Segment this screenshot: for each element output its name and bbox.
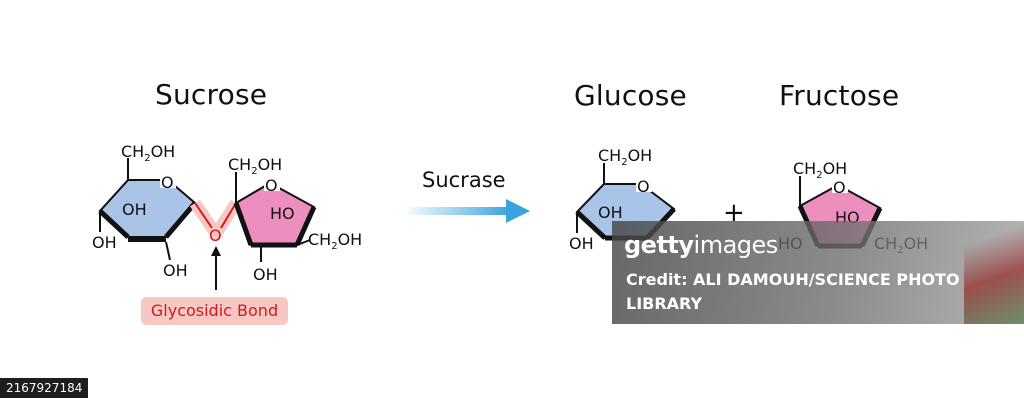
plus-sign: + [723,198,745,228]
sucrose-fru-ch2oh-1: CH2OH [228,155,282,177]
sucrose-glucose-unit: O CH2OH OH OH OH [92,142,197,280]
sucrose-glc-oh-1: OH [122,200,147,219]
sucrose-ring-oxygen: O [161,173,174,192]
sucrose-title: Sucrose [155,78,268,111]
sucrose-glucose-ring [98,179,197,238]
fructose-ring-oxygen: O [833,178,846,197]
enzyme-label: Sucrase [422,168,506,192]
sucrose-glc-oh-2: OH [92,233,117,252]
watermark-accent [964,221,1024,324]
glucose-ch2oh: CH2OH [598,146,652,168]
sucrose-fru-ho: HO [270,204,295,223]
glycosidic-bond: O [190,199,242,290]
bridge-oxygen: O [209,226,222,245]
glucose-ring-oxygen: O [637,177,650,196]
glucose-title: Glucose [574,79,687,112]
sucrose-fructose-unit: O CH2OH HO CH2OH OH [228,155,362,284]
image-id: 2167927184 [0,378,89,398]
watermark-overlay: gettyimages Credit: ALI DAMOUH/SCIENCE P… [612,221,1024,324]
glycosidic-bond-label: Glycosidic Bond [141,297,288,325]
glucose-oh-2: OH [569,234,594,253]
reaction-arrow [408,199,530,223]
sucrose-fru-ch2oh-2: CH2OH [308,230,362,252]
sucrose-fru-oh: OH [253,265,278,284]
sucrose-glc-oh-3: OH [163,261,188,280]
glucose-oh-1: OH [598,203,623,222]
photo-credit: Credit: ALI DAMOUH/SCIENCE PHOTO LIBRARY [626,270,960,313]
fructose-ch2oh-1: CH2OH [793,159,847,181]
fructose-title: Fructose [779,79,900,112]
sucrose-glc-ch2oh: CH2OH [121,142,175,164]
sucrose-fru-ring-oxygen: O [265,176,278,195]
getty-logo: gettyimages [624,231,778,259]
